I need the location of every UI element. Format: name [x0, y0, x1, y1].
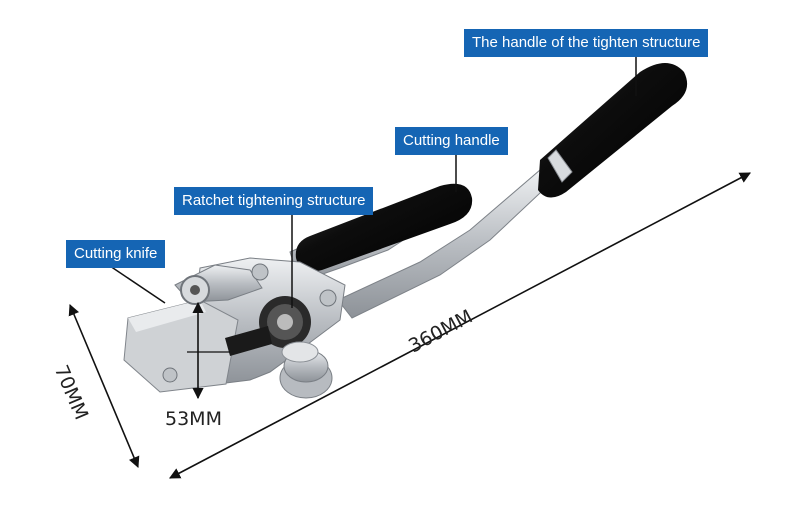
- width-dimension-label: 53MM: [165, 408, 222, 430]
- tighten-handle: [337, 63, 688, 319]
- leader-line: [109, 265, 166, 304]
- height-dimension-arrow: [68, 303, 140, 469]
- label-cutting-handle: Cutting handle: [395, 127, 508, 155]
- label-ratchet: Ratchet tightening structure: [174, 187, 374, 215]
- label-cutting-knife: Cutting knife: [66, 240, 166, 268]
- label-tighten-handle: The handle of the tighten structure: [464, 29, 709, 57]
- length-dimension-arrow: [169, 172, 751, 479]
- tension-knob: [279, 341, 333, 399]
- bolt: [162, 367, 178, 383]
- bolt: [319, 289, 337, 307]
